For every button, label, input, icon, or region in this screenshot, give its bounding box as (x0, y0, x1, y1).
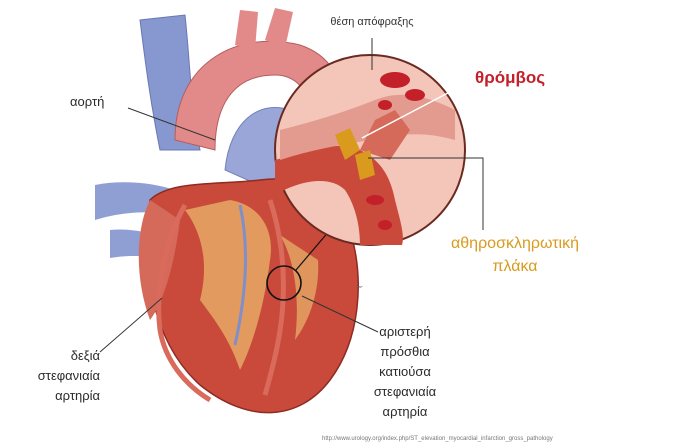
label-plaque-line2: πλάκα (440, 256, 590, 278)
label-lad-line5: αρτηρία (365, 402, 445, 422)
label-rca-line2: στεφανιαία (20, 366, 100, 386)
label-aorta: αορτή (70, 92, 104, 112)
label-lad-line1: αριστερή (365, 322, 445, 342)
label-lad-line3: κατιούσα (365, 362, 445, 382)
label-rca-line1: δεξιά (20, 346, 100, 366)
rca-leader (100, 298, 162, 352)
artist-signature: ~ (355, 282, 363, 293)
label-plaque-line1: αθηροσκληρωτική (440, 233, 590, 255)
label-lad-line4: στεφανιαία (365, 382, 445, 402)
source-url: http://www.urology.org/index.php/ST_elev… (322, 435, 553, 443)
label-occlusion-site: θέση απόφραξης (327, 12, 417, 32)
label-thrombus: θρόμβος (475, 68, 545, 88)
label-lad-line2: πρόσθια (365, 342, 445, 362)
magnified-inset (275, 55, 465, 245)
label-rca-line3: αρτηρία (20, 386, 100, 406)
aorta-branch-1 (235, 10, 258, 50)
